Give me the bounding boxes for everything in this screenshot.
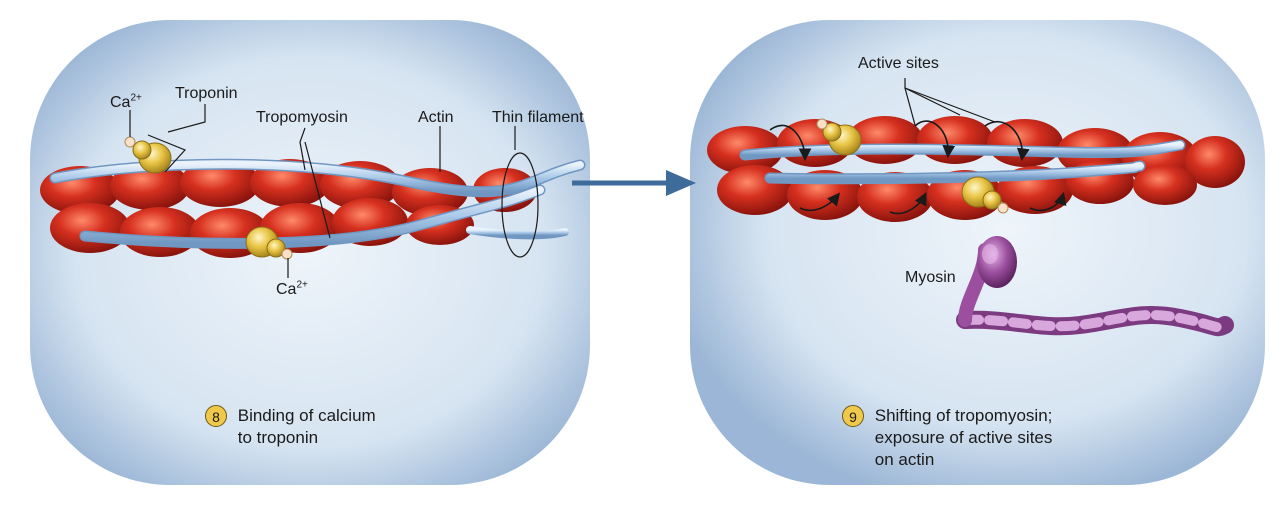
step-8-line-2: to troponin <box>237 428 319 447</box>
label-actin: Actin <box>418 109 454 126</box>
step-number-badge: 8 <box>205 405 227 427</box>
myosin-molecule <box>956 236 1234 337</box>
right-troponin-top <box>816 118 862 156</box>
active-site-arrows <box>769 120 1067 215</box>
label-ca-top: Ca2+ <box>110 92 142 111</box>
label-active-sites: Active sites <box>858 55 939 72</box>
left-thin-filament <box>40 136 586 260</box>
step-8-line-1: Binding of calcium <box>237 406 376 425</box>
step-9-caption: 9 Shifting of tropomyosin; exposure of a… <box>842 405 1052 471</box>
transition-arrow <box>572 170 696 196</box>
step-number-badge: 9 <box>842 405 864 427</box>
label-tropomyosin: Tropomyosin <box>256 109 348 126</box>
left-panel-background <box>30 20 590 485</box>
left-troponin-bottom <box>245 226 293 260</box>
label-troponin: Troponin <box>175 85 238 102</box>
right-troponin-bottom <box>961 176 1009 214</box>
step-8-caption: 8 Binding of calcium to troponin <box>205 405 376 449</box>
label-myosin: Myosin <box>905 269 956 286</box>
label-thin-filament: Thin filament <box>492 109 584 126</box>
right-thin-filament <box>707 116 1245 222</box>
step-9-line-3: on actin <box>874 450 935 469</box>
label-ca-bottom: Ca2+ <box>276 279 308 298</box>
left-leader-lines <box>129 104 539 278</box>
step-9-line-2: exposure of active sites <box>874 428 1053 447</box>
step-9-line-1: Shifting of tropomyosin; <box>874 406 1053 425</box>
active-sites-leader-lines <box>904 78 996 126</box>
left-troponin-top <box>124 136 172 174</box>
